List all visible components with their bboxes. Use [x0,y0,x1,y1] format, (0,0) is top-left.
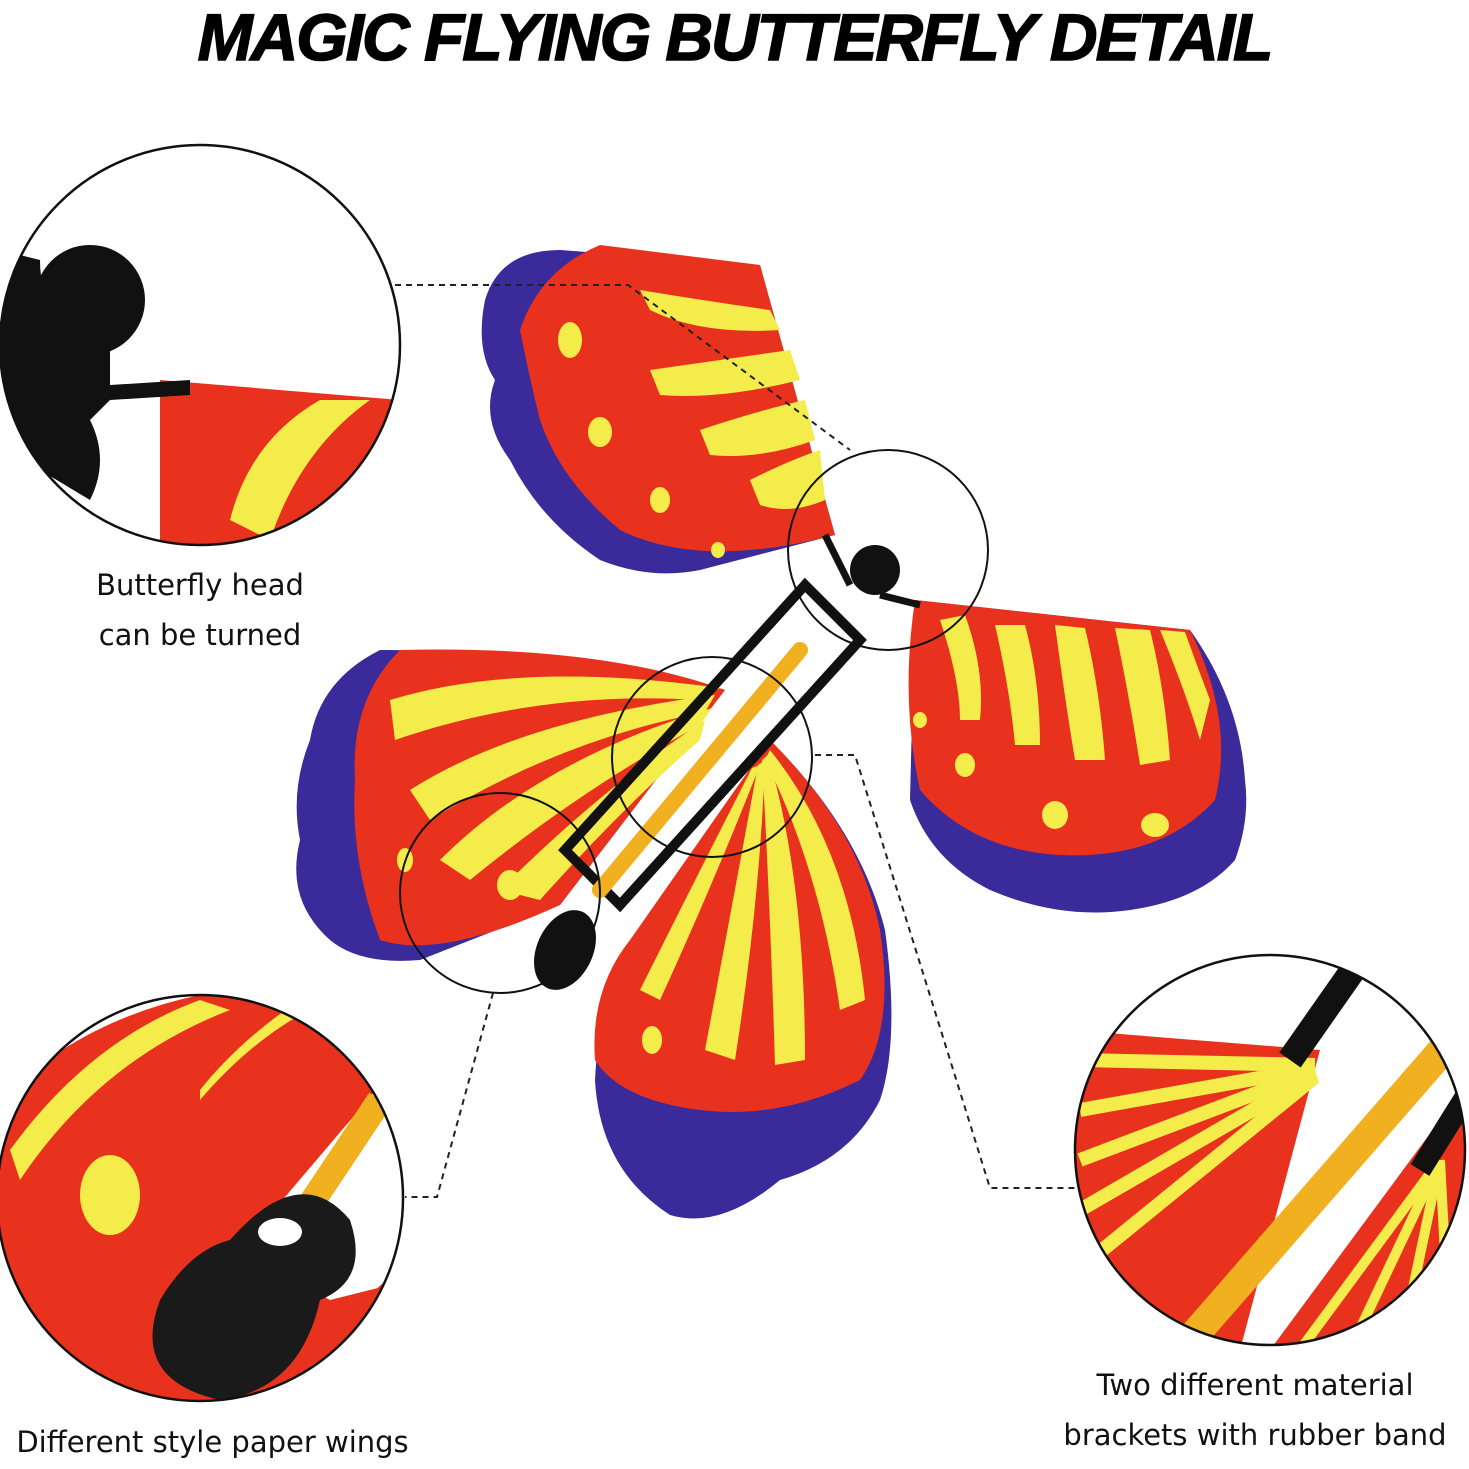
highlight-circle-wing [399,792,601,994]
callout-brackets-line1: Two different material [1096,1368,1414,1402]
highlight-circle-bracket [611,656,813,858]
leader-line-head [395,284,851,451]
zoom-detail-head [0,245,400,545]
callout-head-label: Butterfly head can be turned [60,560,340,660]
callout-head-line1: Butterfly head [96,568,304,602]
page-title: MAGIC FLYING BUTTERFLY DETAIL [197,0,1274,75]
callout-brackets-line2: brackets with rubber band [1063,1418,1447,1452]
zoom-circle-head [0,143,402,547]
zoom-circle-brackets [1073,953,1467,1347]
butterfly-toy [296,245,1247,1219]
wing-left [296,649,725,961]
wing-right [908,600,1247,913]
leader-line-wing [405,992,494,1198]
zoom-detail-brackets [1075,955,1465,1345]
callout-wings-label: Different style paper wings [0,1417,425,1467]
callout-wings-line1: Different style paper wings [16,1425,409,1459]
butterfly-frame [534,533,921,990]
zoom-circle-wings [0,993,405,1403]
callout-brackets-label: Two different material brackets with rub… [1045,1360,1465,1460]
highlight-circle-head [787,449,989,651]
zoom-detail-wings [0,995,403,1401]
wing-bottom [594,740,892,1219]
leader-line-bracket [815,754,1075,1189]
wing-top-left [481,245,835,574]
callout-head-line2: can be turned [98,618,302,652]
